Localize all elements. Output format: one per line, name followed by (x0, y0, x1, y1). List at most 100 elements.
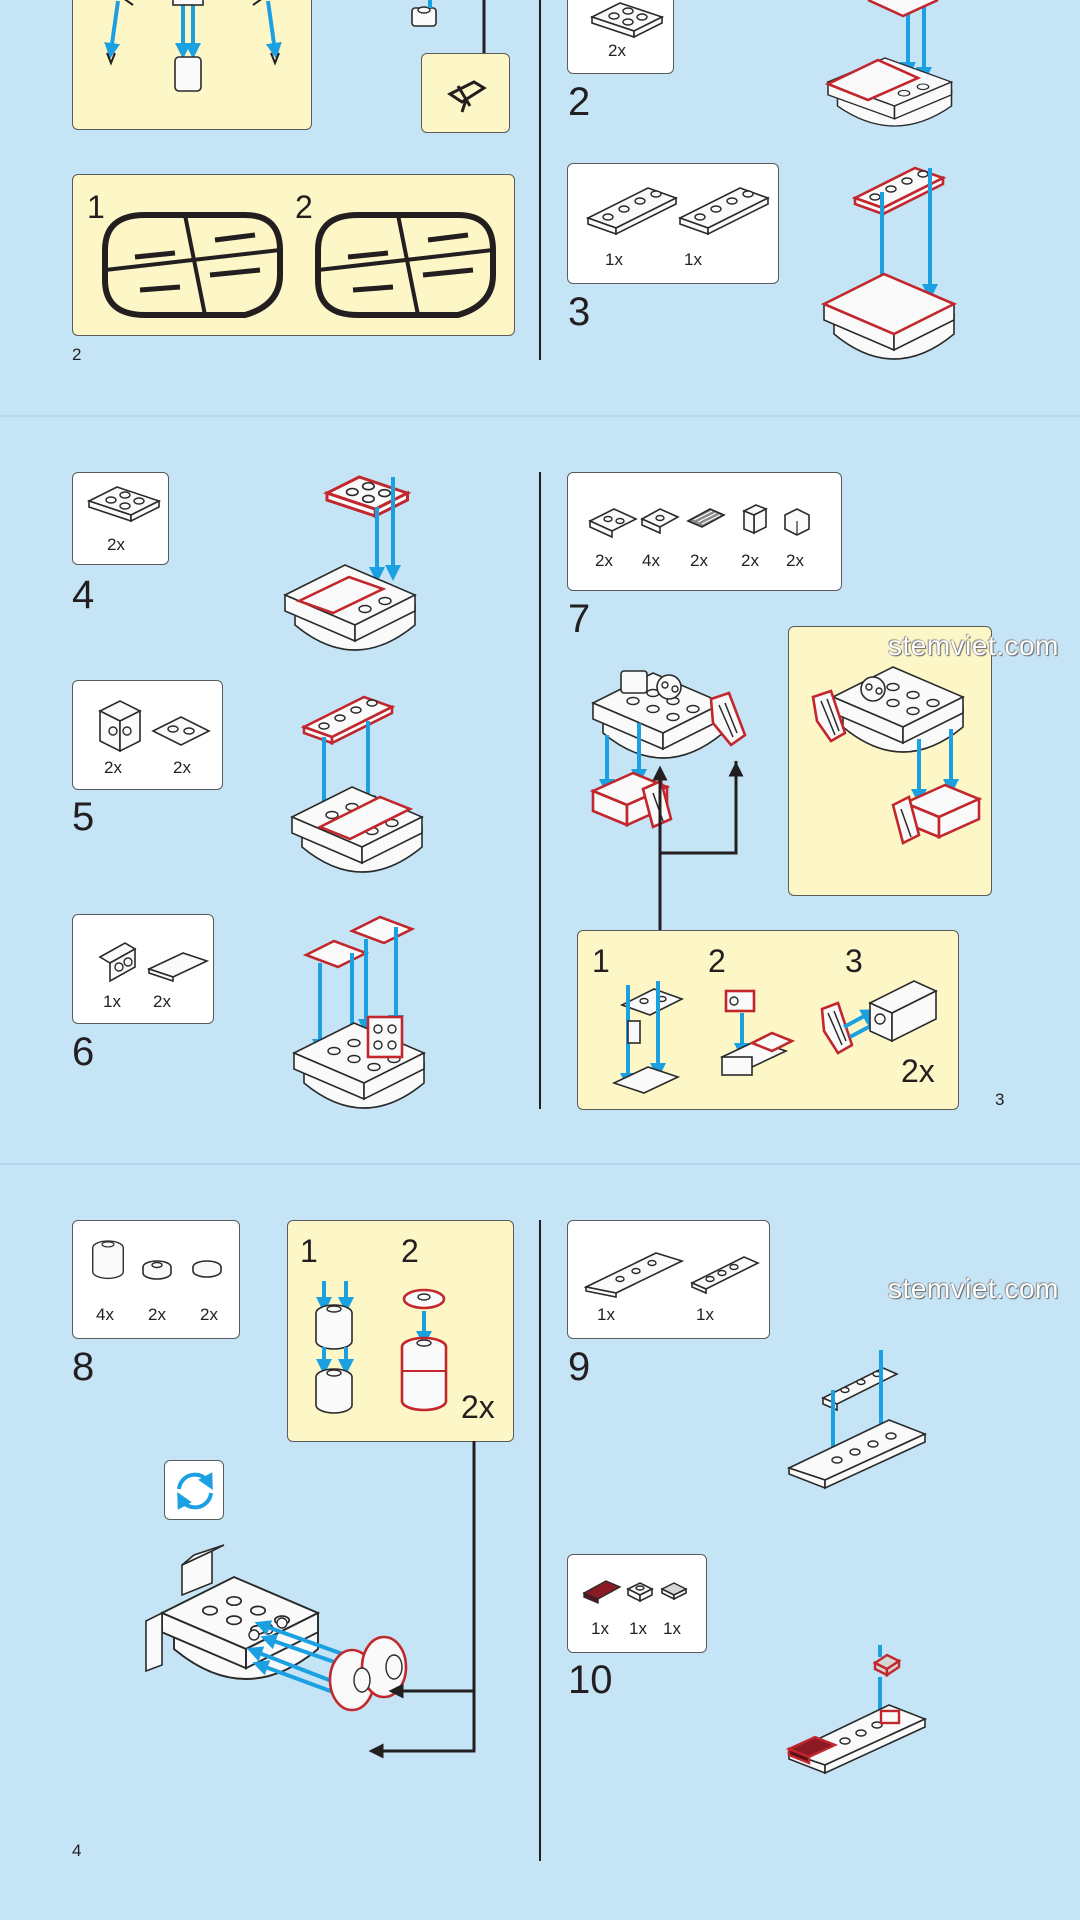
watermark: stemviet.com (888, 1273, 1059, 1304)
slope-part (784, 508, 810, 536)
sprue-illustration-1 (102, 212, 283, 318)
step-9-number: 9 (568, 1345, 591, 1389)
minifig-connector (411, 0, 486, 55)
substep-2-illustration (719, 989, 796, 1076)
step-8-parts-box: 4x 2x 2x (72, 1220, 240, 1339)
plate-1x2-part (588, 508, 638, 539)
page-separator (0, 415, 1080, 417)
column-divider (539, 1220, 541, 1861)
step-6-part-qty-b: 2x (153, 992, 171, 1011)
step-7-number: 7 (568, 597, 591, 641)
step-9-part-qty-a: 1x (597, 1305, 615, 1324)
wedge-plate-part (583, 1252, 685, 1298)
round-plate-part (142, 1260, 172, 1280)
step-6-parts-box: 1x 2x (72, 914, 214, 1024)
step-3-part-qty-b: 1x (684, 250, 702, 269)
step-6-number: 6 (72, 1030, 95, 1074)
step-3-number: 3 (568, 290, 591, 334)
step-8-part-qty-a: 4x (96, 1305, 114, 1324)
accessory-callout (421, 53, 510, 133)
rotate-model-icon (177, 1472, 213, 1510)
long-plate-part-b (679, 187, 769, 235)
substep-multiplier: 2x (901, 1053, 935, 1089)
step-4-part-qty: 2x (107, 535, 125, 554)
step-7-flipside-callout (788, 626, 992, 896)
manual-page-2: 1 2 2 2x 2 1x 1x 3 (0, 0, 1080, 415)
column-divider (539, 472, 541, 1109)
step-2-part-qty: 2x (608, 41, 626, 60)
tile-1x1-grey-part (660, 1582, 688, 1601)
column-divider (539, 0, 541, 360)
page-number: 2 (72, 345, 82, 364)
step-8-part-qty-c: 2x (200, 1305, 218, 1324)
grille-tile-part (686, 508, 726, 528)
clip-part (742, 504, 768, 535)
step-5-part-qty-a: 2x (104, 758, 122, 777)
step-8-build (145, 1544, 408, 1712)
step-4-number: 4 (72, 573, 95, 617)
inset-number-2: 2 (295, 189, 313, 225)
substep-2-number: 2 (401, 1233, 419, 1269)
step-2-parts-box: 2x (567, 0, 674, 74)
substep-1-number: 1 (592, 943, 610, 979)
rotate-model-icon-box (164, 1460, 224, 1520)
angle-plate-part (98, 700, 142, 753)
step-10-part-qty-b: 1x (629, 1619, 647, 1638)
l-plate-part (151, 716, 211, 746)
manual-page-3: 2x 4 2x 2x 5 1x (0, 417, 1080, 1163)
step-5-parts-box: 2x 2x (72, 680, 223, 790)
sprue-callout: 1 2 (72, 174, 515, 336)
blaster-illustration (447, 80, 487, 113)
step-8-substeps-callout: 1 2 2x (287, 1220, 514, 1442)
step-4-parts-box: 2x (72, 472, 169, 565)
step-5-build (291, 695, 423, 873)
step-2-number: 2 (568, 80, 591, 124)
page-number: 3 (995, 1090, 1005, 1109)
step-5-part-qty-b: 2x (173, 758, 191, 777)
substep-3-number: 3 (845, 943, 863, 979)
step-4-build (284, 475, 416, 651)
bracket-part (98, 942, 137, 983)
step-7-build (589, 670, 747, 829)
plate-2x3-part (88, 486, 160, 522)
step-8-number: 8 (72, 1345, 95, 1389)
round-tile-part (192, 1260, 222, 1278)
step-6-build (293, 915, 425, 1109)
substep-2-round-stack (400, 1288, 448, 1412)
substep-3-illustration (820, 980, 938, 1055)
substep-2-number: 2 (708, 943, 726, 979)
step-9-parts-box: 1x 1x (567, 1220, 770, 1339)
step-7-flipside-illustration (811, 666, 983, 845)
sprue-illustration-2 (315, 212, 496, 318)
substep-1-number: 1 (300, 1233, 318, 1269)
step-7-parts-box: 2x 4x 2x 2x 2x (567, 472, 842, 591)
step-10-part-qty-c: 1x (663, 1619, 681, 1638)
step-10-parts-box: 1x 1x 1x (567, 1554, 707, 1653)
round-brick-part (92, 1240, 124, 1280)
substep-1-round-stack (315, 1281, 354, 1414)
step-3-build (820, 166, 958, 360)
step-3-parts-box: 1x 1x (567, 163, 779, 284)
step-8-multiplier: 2x (461, 1389, 495, 1425)
plate-2x3-part (591, 2, 663, 38)
plate-1x1-part (640, 508, 680, 535)
step-10-number: 10 (568, 1658, 613, 1702)
step-10-part-qty-a: 1x (591, 1619, 609, 1638)
step-7-part-qty-d: 2x (741, 551, 759, 570)
minifigure-illustration (104, 0, 282, 92)
step-7-part-qty-c: 2x (690, 551, 708, 570)
step-10-build (785, 1645, 928, 1775)
step-9-part-qty-b: 1x (696, 1305, 714, 1324)
long-plate-part-a (587, 187, 677, 235)
step-5-number: 5 (72, 795, 95, 839)
step-8-connector-arrows (368, 1441, 476, 1759)
step-6-part-qty-a: 1x (103, 992, 121, 1011)
step-3-part-qty-a: 1x (605, 250, 623, 269)
step-7-part-qty-a: 2x (595, 551, 613, 570)
step-7-substeps-callout: 1 2 3 2x (577, 930, 959, 1110)
page-separator (0, 1163, 1080, 1165)
step-7-part-qty-b: 4x (642, 551, 660, 570)
page-number: 4 (72, 1841, 82, 1860)
watermark: stemviet.com (888, 630, 1059, 661)
substep-1-illustration (611, 981, 685, 1094)
